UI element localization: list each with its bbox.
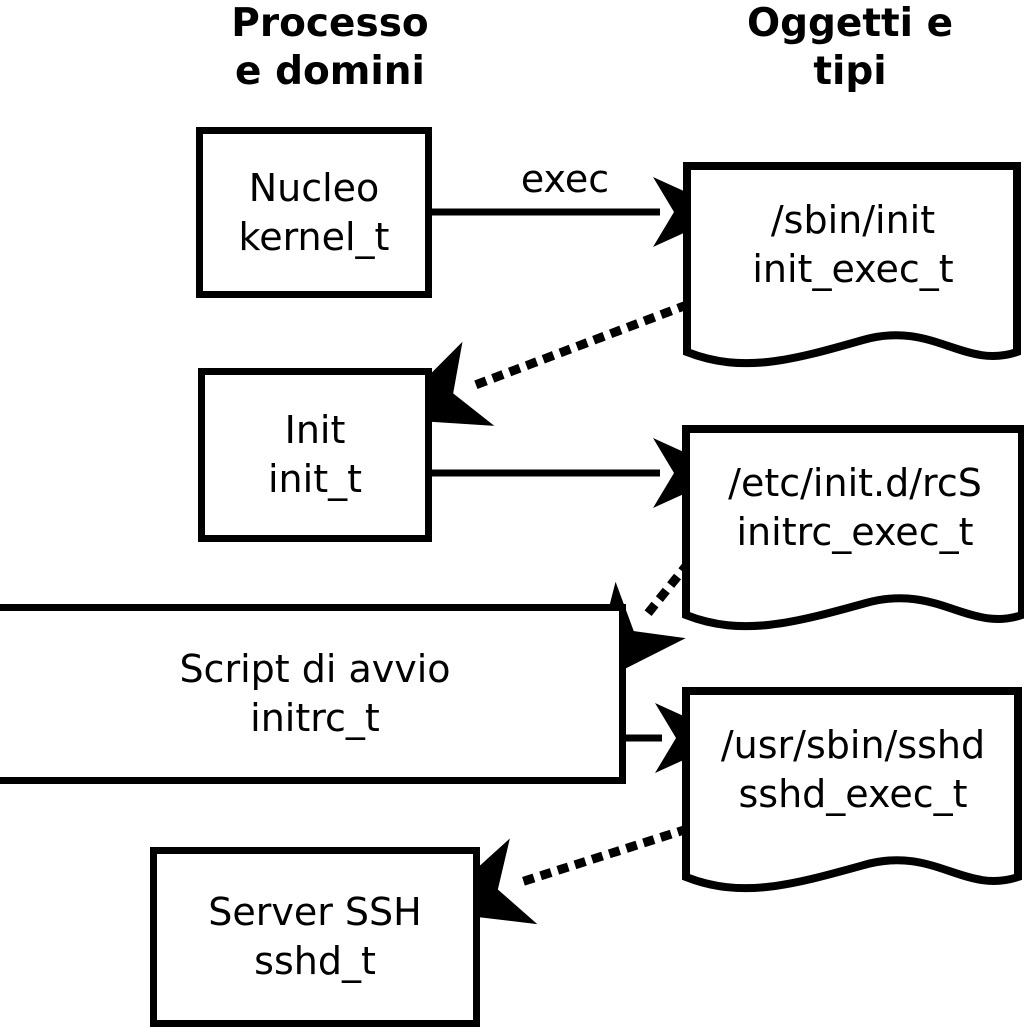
process-node-initrc[interactable]: Script di avvio initrc_t: [0, 604, 626, 784]
object-node-sshd-exec[interactable]: /usr/sbin/sshd sshd_exec_t: [682, 687, 1024, 902]
edge-transition-initrcexec-initrc: [588, 559, 693, 688]
edge-transition-sshdexec-sshd: [429, 824, 690, 925]
column-header-objects: Oggetti e tipi: [746, 1, 954, 94]
edge-label-exec: exec: [520, 157, 610, 201]
object-node-initrc-exec[interactable]: /etc/init.d/rcS initrc_exec_t: [682, 425, 1024, 640]
process-node-sshd[interactable]: Server SSH sshd_t: [150, 847, 480, 1027]
document-shape-initrc-exec: [682, 425, 1024, 631]
process-node-kernel[interactable]: Nucleo kernel_t: [196, 127, 432, 298]
document-shape-sshd-exec: [682, 687, 1022, 893]
column-header-processes: Processo e domini: [231, 1, 429, 94]
process-node-kernel-label: Nucleo kernel_t: [238, 165, 390, 259]
edge-transition-initexec-init: [385, 300, 690, 426]
object-node-init-exec[interactable]: /sbin/init init_exec_t: [683, 162, 1023, 377]
document-shape-init-exec: [683, 162, 1021, 368]
process-node-sshd-label: Server SSH sshd_t: [208, 890, 422, 983]
process-node-initrc-label: Script di avvio initrc_t: [179, 647, 451, 740]
object-node-initrc-exec-label: /etc/init.d/rcS initrc_exec_t: [728, 461, 982, 554]
object-node-sshd-exec-label: /usr/sbin/sshd sshd_exec_t: [720, 723, 986, 816]
process-node-init-label: Init init_t: [268, 408, 362, 501]
process-node-init[interactable]: Init init_t: [198, 368, 432, 542]
object-node-init-exec-label: /sbin/init init_exec_t: [752, 198, 954, 291]
